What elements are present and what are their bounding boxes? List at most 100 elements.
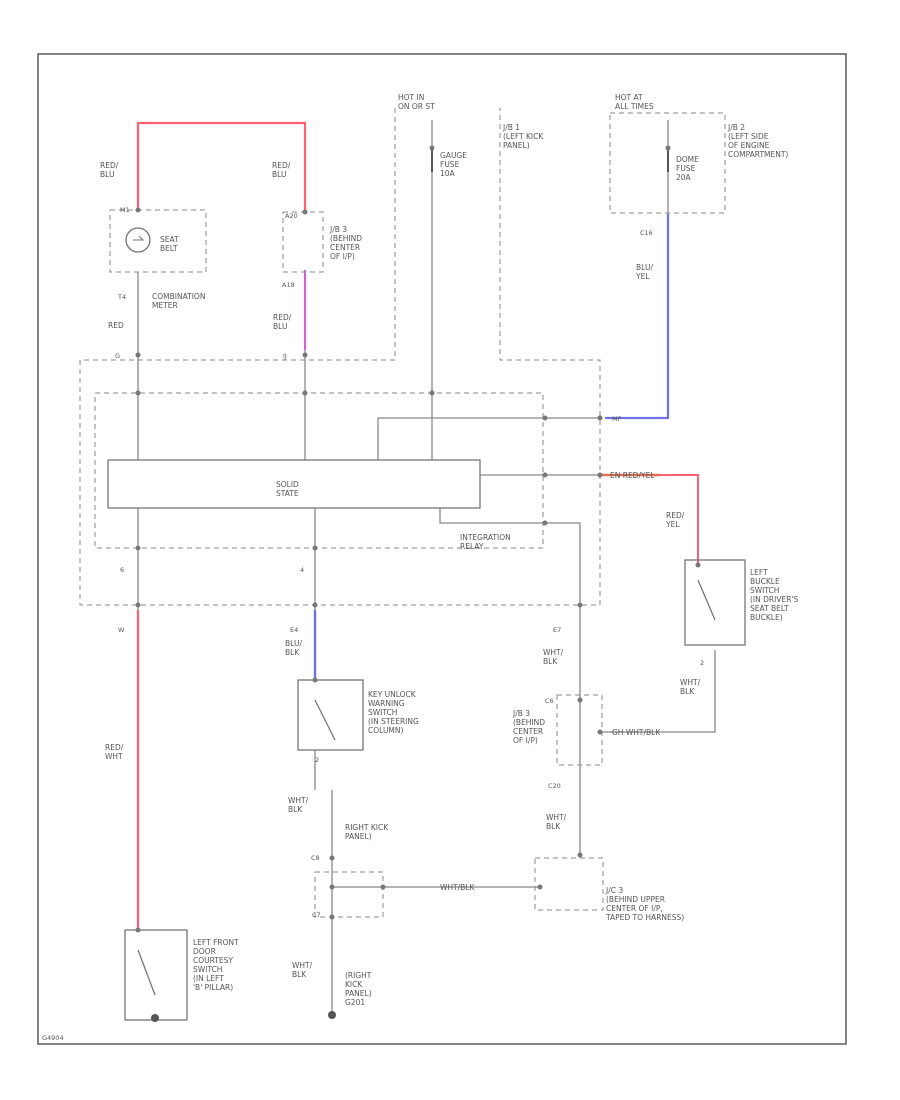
label-line: RELAY — [460, 542, 484, 551]
label-line: STATE — [276, 489, 299, 498]
label-line: (BEHIND — [513, 718, 545, 727]
connector-dot — [597, 729, 603, 735]
label-line: SWITCH — [193, 965, 222, 974]
wire-blu-yel — [605, 214, 670, 420]
jb2-outline — [609, 112, 726, 214]
label-line: OF I/P) — [330, 252, 355, 261]
label-line: BLU/ — [285, 639, 302, 648]
label-wire-wht-blk-5: WHT/BLK — [292, 961, 313, 979]
label-line: METER — [152, 301, 178, 310]
label-line: WHT/ — [543, 648, 564, 657]
label-conn-4: 4 — [300, 566, 304, 574]
label-page-code: G4904 — [42, 1034, 64, 1042]
label-line: KICK — [345, 980, 363, 989]
label-conn-c16: C16 — [640, 229, 653, 237]
connector-dot — [135, 602, 141, 608]
label-line: FUSE — [676, 164, 696, 173]
label-line: J/B 3 — [512, 709, 530, 718]
connector-dot — [312, 545, 318, 551]
label-wire-wht-blk-bus: WHT/BLK — [440, 883, 475, 892]
label-line: BUCKLE) — [750, 613, 783, 622]
wire-solid-to-e7 — [439, 508, 581, 605]
connector-dot — [380, 884, 386, 890]
label-line: HOT AT — [615, 93, 643, 102]
label-line: (RIGHT — [345, 971, 372, 980]
connector-dot — [577, 697, 583, 703]
buckle-switch-contact-icon — [697, 579, 716, 621]
label-line: SEAT — [160, 235, 179, 244]
label-line: RED/ — [272, 161, 291, 170]
label-line: (BEHIND UPPER — [606, 895, 665, 904]
label-conn-a18: A18 — [282, 281, 295, 289]
label-conn-c20: C20 — [548, 782, 561, 790]
label-line: COLUMN) — [368, 726, 404, 735]
label-line: HOT IN — [398, 93, 424, 102]
connector-dot — [135, 927, 141, 933]
connector-dot — [542, 472, 548, 478]
label-line: SWITCH — [750, 586, 779, 595]
label-line: BLK — [292, 970, 307, 979]
label-wire-blu-blk: BLU/BLK — [285, 639, 302, 657]
label-line: BLU — [100, 170, 114, 179]
label-line: INTEGRATION — [460, 533, 511, 542]
label-wire-wht-blk-2: WHT/BLK — [680, 678, 701, 696]
label-conn-c7: C7 — [312, 911, 321, 919]
label-line: YEL — [635, 272, 650, 281]
label-wire-red: RED — [108, 321, 124, 330]
label-line: COMPARTMENT) — [728, 150, 788, 159]
label-line: GAUGE — [440, 151, 467, 160]
label-wire-gh-wht-blk: GH WHT/BLK — [612, 728, 661, 737]
label-conn-ij: IJ — [283, 352, 287, 360]
label-wire-wht-blk-4: WHT/BLK — [546, 813, 567, 831]
label-line: (LEFT KICK — [503, 132, 544, 141]
label-line: KEY UNLOCK — [368, 690, 417, 699]
label-line: DOME — [676, 155, 699, 164]
label-line: WHT/ — [292, 961, 313, 970]
label-line: BUCKLE — [750, 577, 780, 586]
label-line: BELT — [160, 244, 178, 253]
label-line: BLU — [273, 322, 287, 331]
jc3-outline — [534, 857, 604, 911]
label-wire-blu-yel: BLU/YEL — [635, 263, 653, 281]
connector-dot — [329, 855, 335, 861]
connector-dot — [302, 390, 308, 396]
label-line: WHT/ — [680, 678, 701, 687]
label-line: BLK — [285, 648, 300, 657]
label-line: J/C 3 — [605, 886, 623, 895]
label-line: COURTESY — [193, 956, 233, 965]
label-line: DOOR — [193, 947, 216, 956]
label-line: CENTER — [513, 727, 543, 736]
label-conn-w: W — [118, 626, 125, 634]
label-line: (IN STEERING — [368, 717, 419, 726]
label-line: PANEL) — [503, 141, 530, 150]
label-line: OF I/P) — [513, 736, 538, 745]
label-line: WARNING — [368, 699, 405, 708]
label-line: (BEHIND — [330, 234, 362, 243]
label-line: RIGHT KICK — [345, 823, 389, 832]
connector-dot — [537, 884, 543, 890]
label-conn-c8: C8 — [311, 854, 320, 862]
g201-ground-icon — [328, 1011, 336, 1019]
label-line: 10A — [440, 169, 456, 178]
label-line: G201 — [345, 998, 365, 1007]
label-line: SWITCH — [368, 708, 397, 717]
label-wire-en-red-yel: EN RED/YEL — [610, 471, 655, 480]
label-wire-red-blu-1: RED/BLU — [100, 161, 119, 179]
door-switch-box — [124, 929, 188, 1021]
connector-dot — [135, 207, 141, 213]
label-conn-2b: 2 — [315, 756, 319, 764]
label-line: YEL — [665, 520, 680, 529]
label-conn-t4: T4 — [117, 293, 126, 301]
connector-dot — [429, 145, 435, 151]
wire-gh-buckle — [600, 650, 716, 733]
